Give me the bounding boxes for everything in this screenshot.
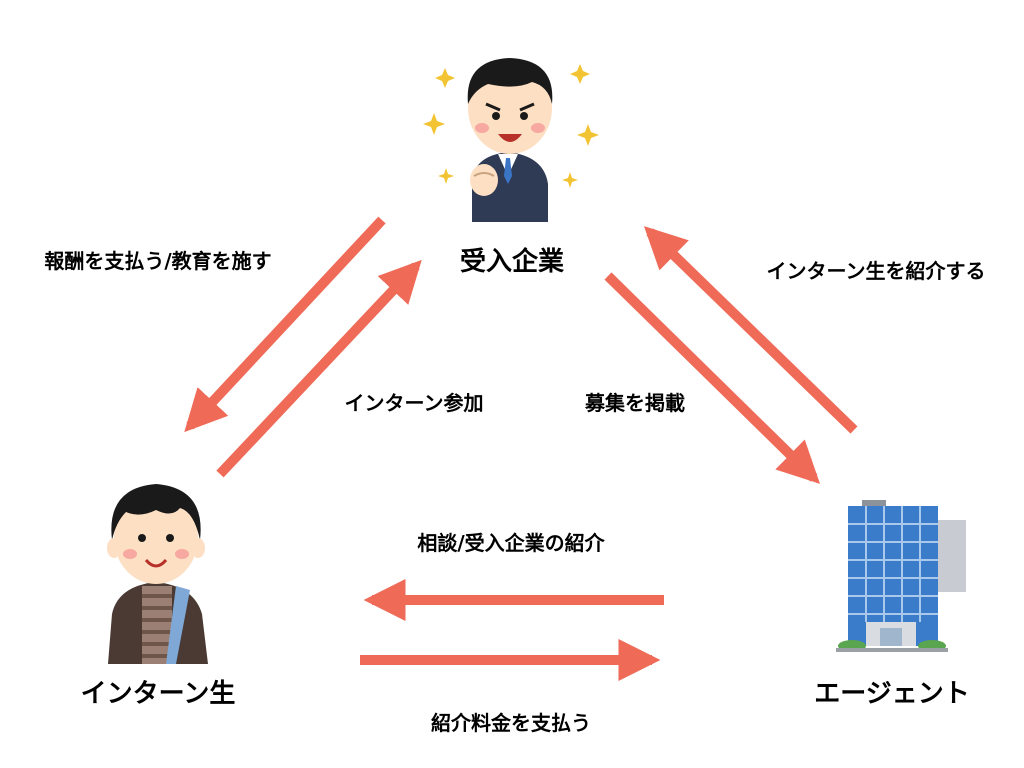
sparkle-icon <box>423 64 599 188</box>
edge-label-agent-to-company: インターン生を紹介する <box>767 259 986 283</box>
arrow-company-to-intern <box>184 216 386 433</box>
node-label-company: 受入企業 <box>460 246 564 277</box>
node-label-intern: インターン生 <box>81 679 236 709</box>
student-icon <box>107 484 208 664</box>
office-building-icon <box>836 500 966 652</box>
arrow-intern-to-company <box>216 259 422 478</box>
node-label-agent: エージェント <box>814 679 969 709</box>
arrow-agent-to-company <box>643 226 858 434</box>
edge-label-intern-to-agent: 紹介料金を支払う <box>431 711 591 735</box>
edge-label-company-to-agent: 募集を掲載 <box>584 391 685 415</box>
edge-label-agent-to-intern: 相談/受入企業の紹介 <box>417 531 605 555</box>
arrows-group <box>184 216 858 681</box>
arrow-company-to-agent <box>604 272 820 484</box>
edge-label-company-to-intern: 報酬を支払う/教育を施す <box>44 249 271 273</box>
edge-label-intern-to-company: インターン参加 <box>345 391 484 415</box>
businessman-icon <box>423 58 599 222</box>
